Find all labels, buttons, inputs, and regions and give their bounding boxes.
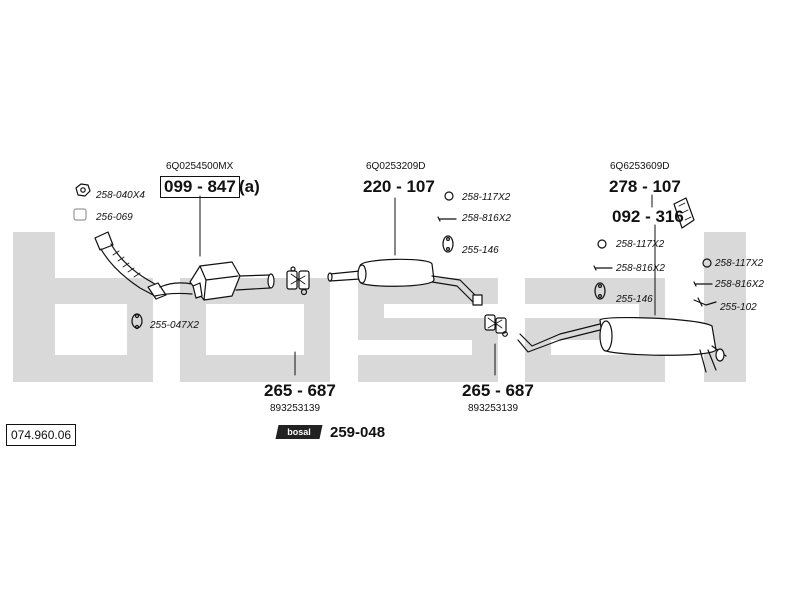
bolt-icon <box>593 265 613 271</box>
clamp-right-drawing <box>484 314 508 337</box>
tail-bolt-label: 258-816X2 <box>715 279 764 290</box>
front-mount-label: 255-047X2 <box>150 320 199 331</box>
clamp-ring-icon <box>597 239 607 249</box>
bracket-icon <box>673 197 695 229</box>
middle-bolt-label: 258-816X2 <box>462 213 511 224</box>
rear-clamp-ring-label: 258-117X2 <box>616 239 665 250</box>
bolt-icon <box>693 281 713 287</box>
middle-clamp-ring-label: 258-117X2 <box>462 192 511 203</box>
rear-bolt-label: 258-816X2 <box>616 263 665 274</box>
mount-icon <box>594 282 606 300</box>
rubber-mount-icon <box>131 313 143 330</box>
rear-silencer-number: 278 - 107 <box>609 177 681 196</box>
front-pipe-drawing <box>94 231 193 300</box>
front-gasket-label: 256-069 <box>96 212 133 223</box>
bosal-paste-badge: bosal <box>275 425 323 439</box>
gasket-icon <box>73 208 87 221</box>
front-nut-label: 258-040X4 <box>96 190 145 201</box>
clamp-left-oem: 893253139 <box>270 403 321 414</box>
drawing-number: 074.960.06 <box>6 424 77 446</box>
catalytic-converter-drawing <box>189 261 275 301</box>
bolt-icon <box>437 216 457 222</box>
assembly-paste-number: 259-048 <box>330 424 386 441</box>
leader-lines <box>199 194 656 376</box>
middle-silencer-oem: 6Q0253209D <box>366 161 426 172</box>
clamp-ring-icon <box>444 191 454 201</box>
hex-nut-icon <box>75 183 91 197</box>
catalytic-converter-number: 099 - 847 <box>160 176 240 198</box>
hanger-icon <box>693 297 717 307</box>
clamp-left-drawing <box>286 266 310 296</box>
rear-mount-label: 255-146 <box>616 294 653 305</box>
tail-clamp-ring-label: 258-117X2 <box>715 258 764 269</box>
mount-icon <box>442 235 454 253</box>
tail-hanger-label: 255-102 <box>720 302 757 313</box>
clamp-right-oem: 893253139 <box>468 403 519 414</box>
rear-silencer-drawing <box>517 316 727 373</box>
clamp-ring-icon <box>702 258 712 268</box>
clamp-right-number: 265 - 687 <box>462 381 534 400</box>
rear-silencer-oem: 6Q6253609D <box>610 161 670 172</box>
catalytic-converter-oem: 6Q0254500MX <box>166 161 234 172</box>
rear-bracket-number: 092 - 316 <box>612 207 684 226</box>
catalytic-converter-suffix: (a) <box>239 177 260 196</box>
middle-silencer-drawing <box>327 258 483 306</box>
middle-silencer-number: 220 - 107 <box>363 177 435 196</box>
middle-mount-label: 255-146 <box>462 245 499 256</box>
clamp-left-number: 265 - 687 <box>264 381 336 400</box>
